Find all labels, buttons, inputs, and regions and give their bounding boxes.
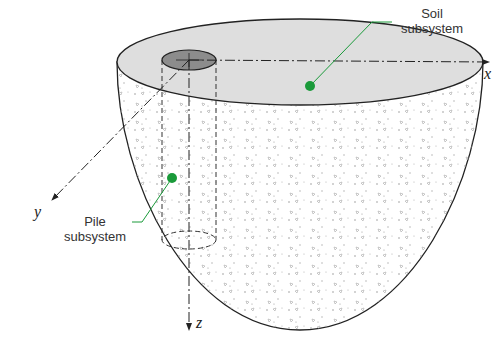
soil-bowl [117, 19, 483, 330]
soil-label: Soil subsystem [395, 6, 469, 36]
pile-label: Pile subsystem [60, 214, 130, 244]
axes [52, 53, 489, 330]
axis-label: x [484, 65, 498, 83]
axis-label: z [196, 314, 210, 332]
leader-lines [132, 22, 392, 222]
axis-label: y [34, 203, 48, 221]
